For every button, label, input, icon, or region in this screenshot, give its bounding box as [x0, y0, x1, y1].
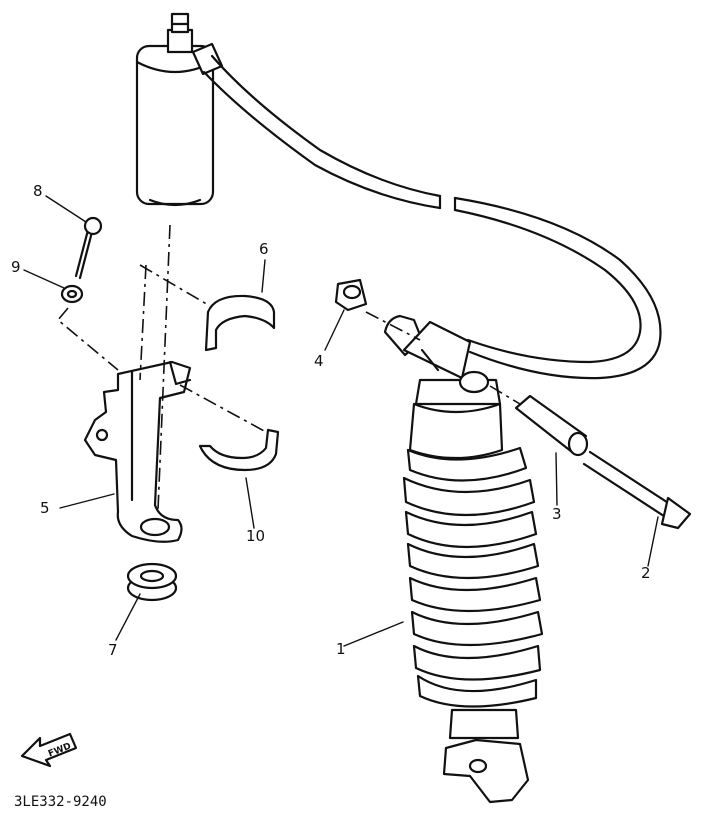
part-labels: 1 2 3 4 5 6 7 8 9 10 [11, 182, 651, 659]
clamp-band-lower [198, 428, 280, 472]
part-label-4: 4 [314, 352, 324, 370]
leader-lines [23, 195, 659, 647]
clamp-band-upper [204, 294, 276, 352]
diagram-code: 3LE332-9240 [14, 794, 107, 810]
grommet [126, 562, 178, 602]
part-label-7: 7 [108, 641, 118, 659]
bracket-nut [60, 284, 84, 304]
bracket-bolt [74, 216, 103, 280]
shock-cap [334, 278, 368, 312]
front-direction-arrow: FWD [20, 732, 78, 768]
part-label-1: 1 [336, 640, 346, 658]
part-label-9: 9 [11, 258, 21, 276]
part-label-10: 10 [246, 527, 265, 545]
reservoir-bracket [83, 360, 192, 543]
part-label-2: 2 [641, 564, 651, 582]
reservoir-hose [191, 42, 662, 380]
part-label-3: 3 [552, 505, 562, 523]
part-label-5: 5 [40, 499, 50, 517]
through-bolt [582, 450, 692, 530]
collar [514, 394, 589, 457]
part-label-8: 8 [33, 182, 43, 200]
part-label-6: 6 [259, 240, 269, 258]
rear-shock-absorber [383, 314, 544, 804]
reservoir-tank [135, 12, 215, 207]
assembly-guide-lines [56, 224, 521, 511]
